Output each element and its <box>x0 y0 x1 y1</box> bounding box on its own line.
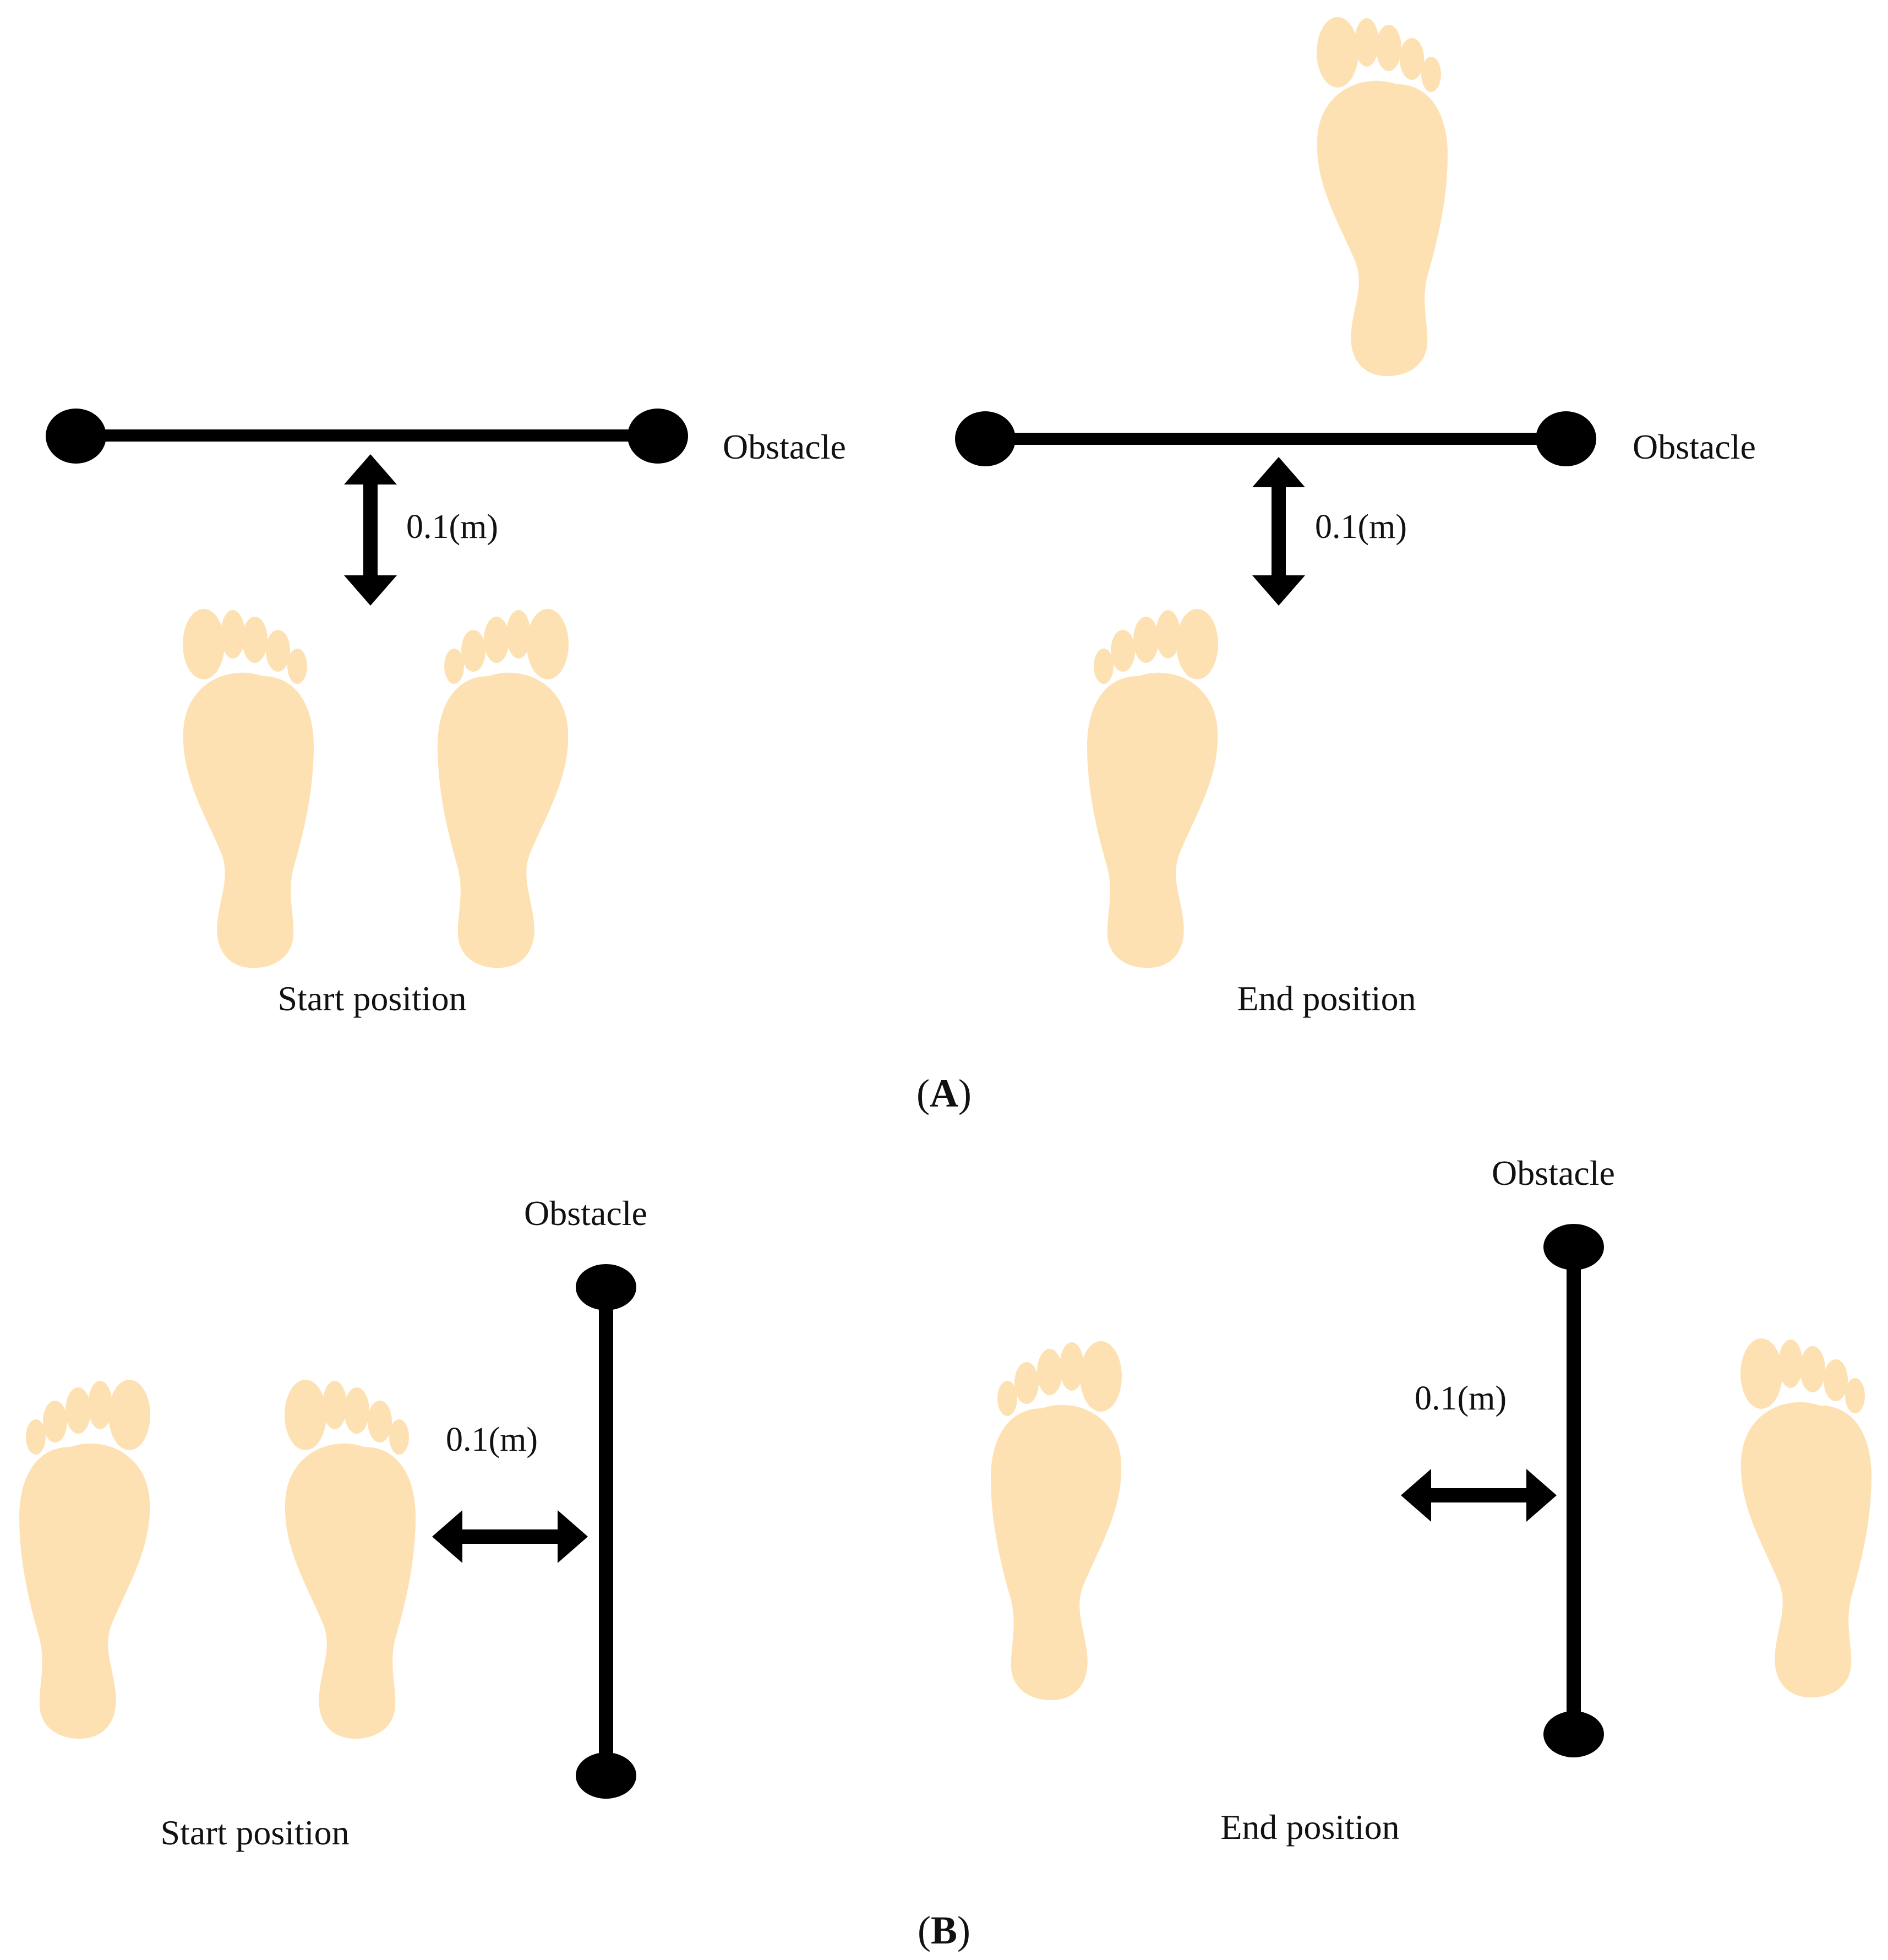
distance-label-a-right: 0.1(m) <box>1315 508 1407 546</box>
obstacle-bar-a-left <box>46 409 688 464</box>
panel-b: 0.1(m) Obstacle Start position Obstacle … <box>19 1153 1871 1952</box>
obstacle-bar-b-left <box>576 1264 636 1799</box>
obstacle-bar-b-right <box>1543 1224 1604 1757</box>
distance-arrow-a-left <box>344 454 397 606</box>
panel-a: Obstacle 0.1(m) Start position Obstacle <box>46 17 1756 1115</box>
start-position-label-b: Start position <box>160 1813 349 1852</box>
obstacle-label-a-left: Obstacle <box>723 427 846 466</box>
panel-caption-a: (A) <box>916 1071 972 1115</box>
left-foot-icon-b-end <box>991 1341 1122 1701</box>
end-position-label-a: End position <box>1237 979 1416 1018</box>
distance-label-b-left: 0.1(m) <box>446 1421 538 1458</box>
obstacle-label-b-left: Obstacle <box>524 1194 647 1233</box>
right-foot-icon-a-start <box>438 609 569 968</box>
left-foot-icon-b-start <box>19 1380 150 1739</box>
distance-label-b-right: 0.1(m) <box>1415 1380 1507 1417</box>
left-foot-icon-a-start <box>183 609 314 968</box>
distance-arrow-b-left <box>432 1510 588 1563</box>
obstacle-label-b-right: Obstacle <box>1492 1153 1615 1193</box>
end-position-label-b: End position <box>1220 1807 1399 1847</box>
right-foot-icon-b-end <box>1740 1338 1871 1697</box>
panel-caption-b: (B) <box>918 1908 970 1952</box>
start-position-label-a: Start position <box>277 979 466 1018</box>
obstacle-bar-a-right <box>955 411 1596 466</box>
distance-label-a-left: 0.1(m) <box>406 508 498 546</box>
distance-arrow-a-right <box>1252 457 1305 606</box>
obstacle-label-a-right: Obstacle <box>1633 427 1756 466</box>
right-foot-icon-a-end <box>1317 17 1448 376</box>
right-foot-icon-b-start <box>285 1380 416 1739</box>
distance-arrow-b-right <box>1401 1469 1557 1522</box>
left-foot-icon-a-end <box>1087 609 1218 968</box>
